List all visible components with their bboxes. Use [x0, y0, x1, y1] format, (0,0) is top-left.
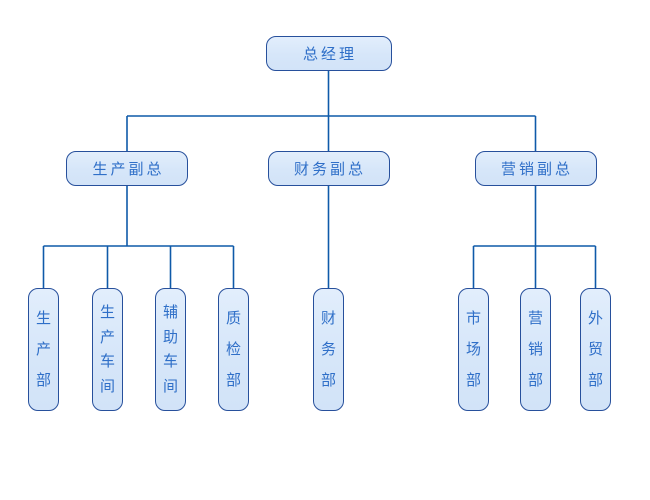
- org-node-quality-inspection-dept: 质检部: [218, 288, 249, 411]
- org-node-foreign-trade-dept: 外贸部: [580, 288, 611, 411]
- org-node-production-dept: 生产部: [28, 288, 59, 411]
- org-node-sales-dept: 营销部: [520, 288, 551, 411]
- org-node-general-manager: 总经理: [265, 36, 392, 71]
- org-node-auxiliary-workshop: 辅助车间: [155, 288, 186, 411]
- org-node-finance-vp: 财务副总: [267, 151, 390, 186]
- org-node-finance-dept: 财务部: [313, 288, 344, 411]
- org-node-production-workshop: 生产车间: [92, 288, 123, 411]
- org-node-market-dept: 市场部: [458, 288, 489, 411]
- org-node-production-vp: 生产副总: [66, 151, 188, 186]
- org-node-marketing-vp: 营销副总: [474, 151, 597, 186]
